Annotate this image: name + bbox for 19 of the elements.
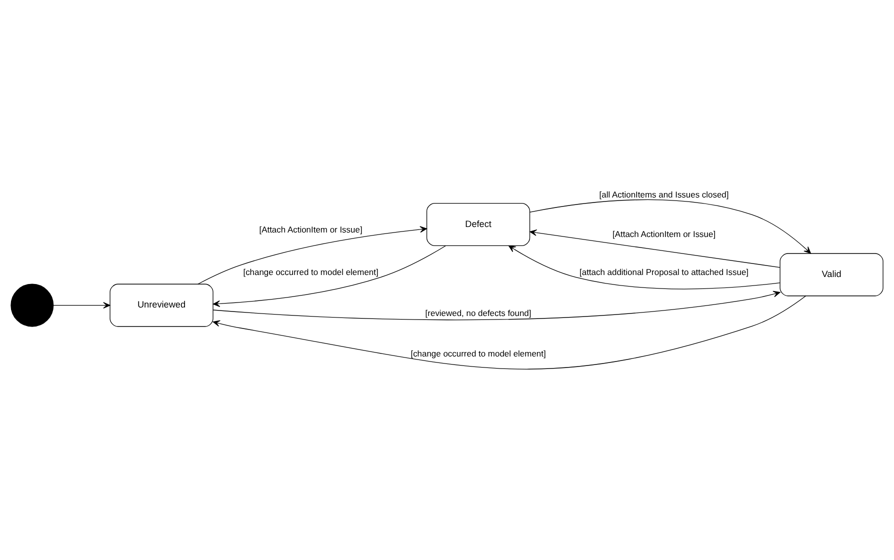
node-box: Defect [426,203,530,246]
arrow [212,290,780,320]
arrow [198,226,428,284]
edge-label: [reviewed, no defects found] [425,308,532,318]
edge-label: [attach additional Proposal to attached Issue] [580,266,749,277]
arrow [212,245,446,307]
edge-label: [change occurred to model element] [243,266,378,277]
edge-label: [Attach ActionItem or Issue] [259,224,362,235]
edge-label: [change occurred to model element] [410,348,546,358]
node-circle [10,284,54,327]
arrow [53,302,110,309]
node-box: Unreviewed [110,284,214,327]
arrow [530,229,780,268]
node-box: Valid [780,253,884,296]
edge-label: [Attach ActionItem or Issue] [612,229,716,240]
arrow [212,296,806,370]
arrow [508,245,780,290]
edge-label: [all ActionItems and Issues closed] [599,189,729,200]
arrow [529,199,812,254]
